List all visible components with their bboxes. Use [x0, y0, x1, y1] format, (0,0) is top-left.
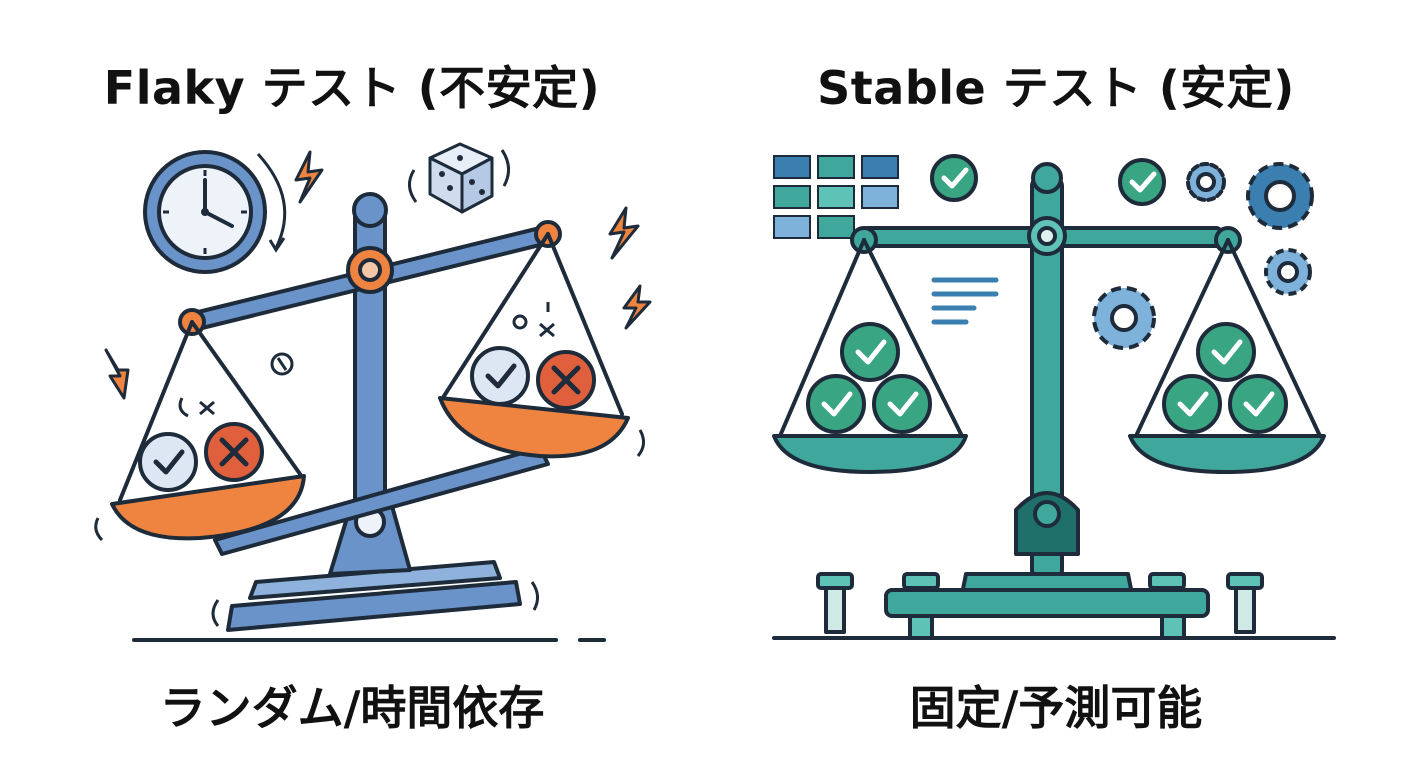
flaky-right-pan: [438, 232, 630, 459]
bolt-icon: [816, 572, 1264, 634]
wobble-marks: [94, 429, 645, 627]
stable-left-pan: [772, 238, 968, 474]
flaky-panel: Flaky テスト (不安定) .ol { stroke:#1d2b3a; st…: [94, 61, 652, 735]
stable-scale-illustration: .o2 { stroke:#1d2b3a; stroke-width:4; st…: [772, 154, 1336, 640]
gear-icon: [1092, 162, 1314, 350]
stable-panel: Stable テスト (安定) .o2 { stroke:#1d2b3a; st…: [704, 0, 1408, 768]
clock-icon: [143, 150, 287, 274]
level-scale: [850, 162, 1242, 640]
stable-right-pan: [1128, 238, 1326, 474]
flaky-scale-illustration: .ol { stroke:#1d2b3a; stroke-width:4; st…: [94, 142, 652, 642]
flaky-left-pan: [110, 320, 306, 541]
lightning-icon: [104, 150, 652, 400]
stable-caption: 固定/予測可能: [909, 681, 1203, 735]
stable-title: Stable テスト (安定): [817, 61, 1295, 115]
grid-icon: [773, 155, 899, 239]
check-icon: [930, 154, 1166, 206]
flaky-title: Flaky テスト (不安定): [103, 61, 601, 115]
noise-marks: [178, 302, 555, 418]
tilted-scale: [178, 192, 562, 632]
list-icon: [931, 277, 999, 325]
dice-icon: [408, 142, 510, 214]
flaky-caption: ランダム/時間依存: [159, 681, 545, 735]
